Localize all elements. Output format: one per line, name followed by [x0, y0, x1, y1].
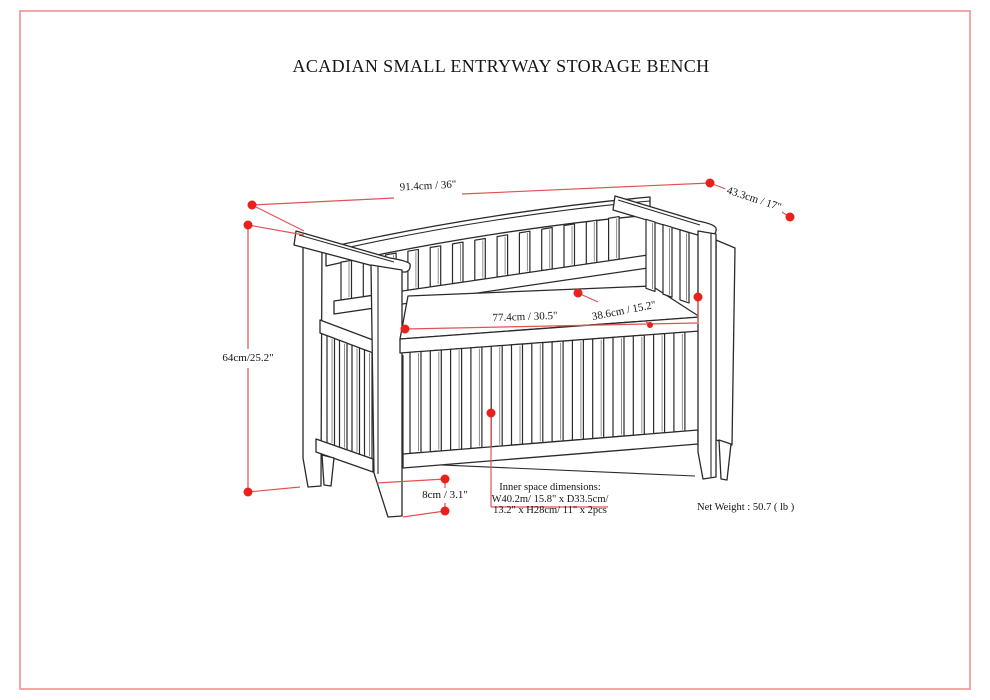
width-dimension-line [251, 197, 395, 206]
inner-space-note-line2: 13.2" x H28cm/ 11" x 2pcs [493, 505, 607, 516]
slat [470, 346, 483, 450]
slat [592, 337, 605, 440]
extension-line [402, 510, 446, 518]
dimension-point [243, 487, 253, 497]
dimension-point [693, 292, 703, 302]
slat [429, 245, 442, 288]
slat [429, 349, 442, 453]
slat [474, 237, 486, 281]
storage-bottom-rail [402, 429, 699, 469]
right-arm-slats [645, 218, 690, 304]
storage-front-panel [402, 331, 699, 469]
dimension-point [243, 220, 253, 230]
dimension-point [440, 474, 450, 484]
overall-height-dimension-label: 64cm/25.2" [220, 352, 276, 364]
dimension-annotations [243, 178, 795, 518]
rear-right-leg [718, 439, 732, 481]
slat [679, 229, 690, 304]
slat [551, 340, 564, 443]
slat [340, 259, 353, 301]
inner-space-note: Inner space dimensions: W40.2m/ 15.8" x … [492, 482, 609, 517]
front-left-post [370, 264, 403, 518]
slat [571, 338, 584, 441]
dimension-point [400, 324, 410, 334]
dimension-point [573, 288, 583, 298]
slat [585, 219, 598, 265]
slat [563, 223, 576, 268]
slat [541, 226, 553, 272]
slat [632, 334, 645, 436]
inner-width-dimension-label: 77.4cm / 30.5" [492, 309, 558, 325]
floor-clearance-dimension-label: 8cm / 3.1" [420, 489, 470, 501]
dimension-point [785, 212, 795, 222]
page-title: ACADIAN SMALL ENTRYWAY STORAGE BENCH [292, 56, 710, 76]
slat [653, 333, 666, 435]
dimension-point [247, 200, 257, 210]
slat [518, 230, 531, 275]
slat [338, 339, 348, 451]
slat [608, 215, 620, 262]
slat [490, 344, 503, 448]
slat [450, 347, 463, 451]
slat [409, 350, 422, 454]
slat [326, 335, 336, 447]
extension-line [247, 224, 305, 236]
left-inner-leg [321, 454, 335, 487]
slat [531, 341, 544, 445]
slat [612, 335, 625, 438]
storage-front-slats [409, 331, 686, 454]
width-dimension-line [461, 182, 711, 195]
extension-line [247, 486, 301, 493]
dimension-point [440, 506, 450, 516]
slat [510, 343, 524, 446]
slat [363, 349, 373, 460]
slat [451, 241, 464, 285]
slat [496, 234, 509, 278]
left-side-panel [315, 319, 374, 487]
left-arm-cap [293, 230, 411, 273]
inner-space-note-heading: Inner space dimensions: [499, 482, 601, 493]
inner-space-note-line1: W40.2m/ 15.8" x D33.5cm/ [491, 493, 609, 505]
right-side-panel [715, 239, 736, 481]
bench-seat [399, 285, 701, 354]
extension-line [376, 478, 446, 484]
slat [662, 223, 673, 298]
net-weight-label: Net Weight : 50.7 ( lb ) [697, 502, 795, 513]
slat [673, 331, 686, 433]
dimension-point [647, 322, 653, 328]
extension-line [251, 204, 305, 232]
front-right-post [697, 230, 717, 480]
left-side-lower-rail [315, 438, 374, 473]
slat [351, 344, 361, 455]
slat [645, 218, 656, 292]
dimension-point [705, 178, 715, 188]
dimension-point [486, 408, 496, 418]
left-side-slats [326, 335, 373, 460]
